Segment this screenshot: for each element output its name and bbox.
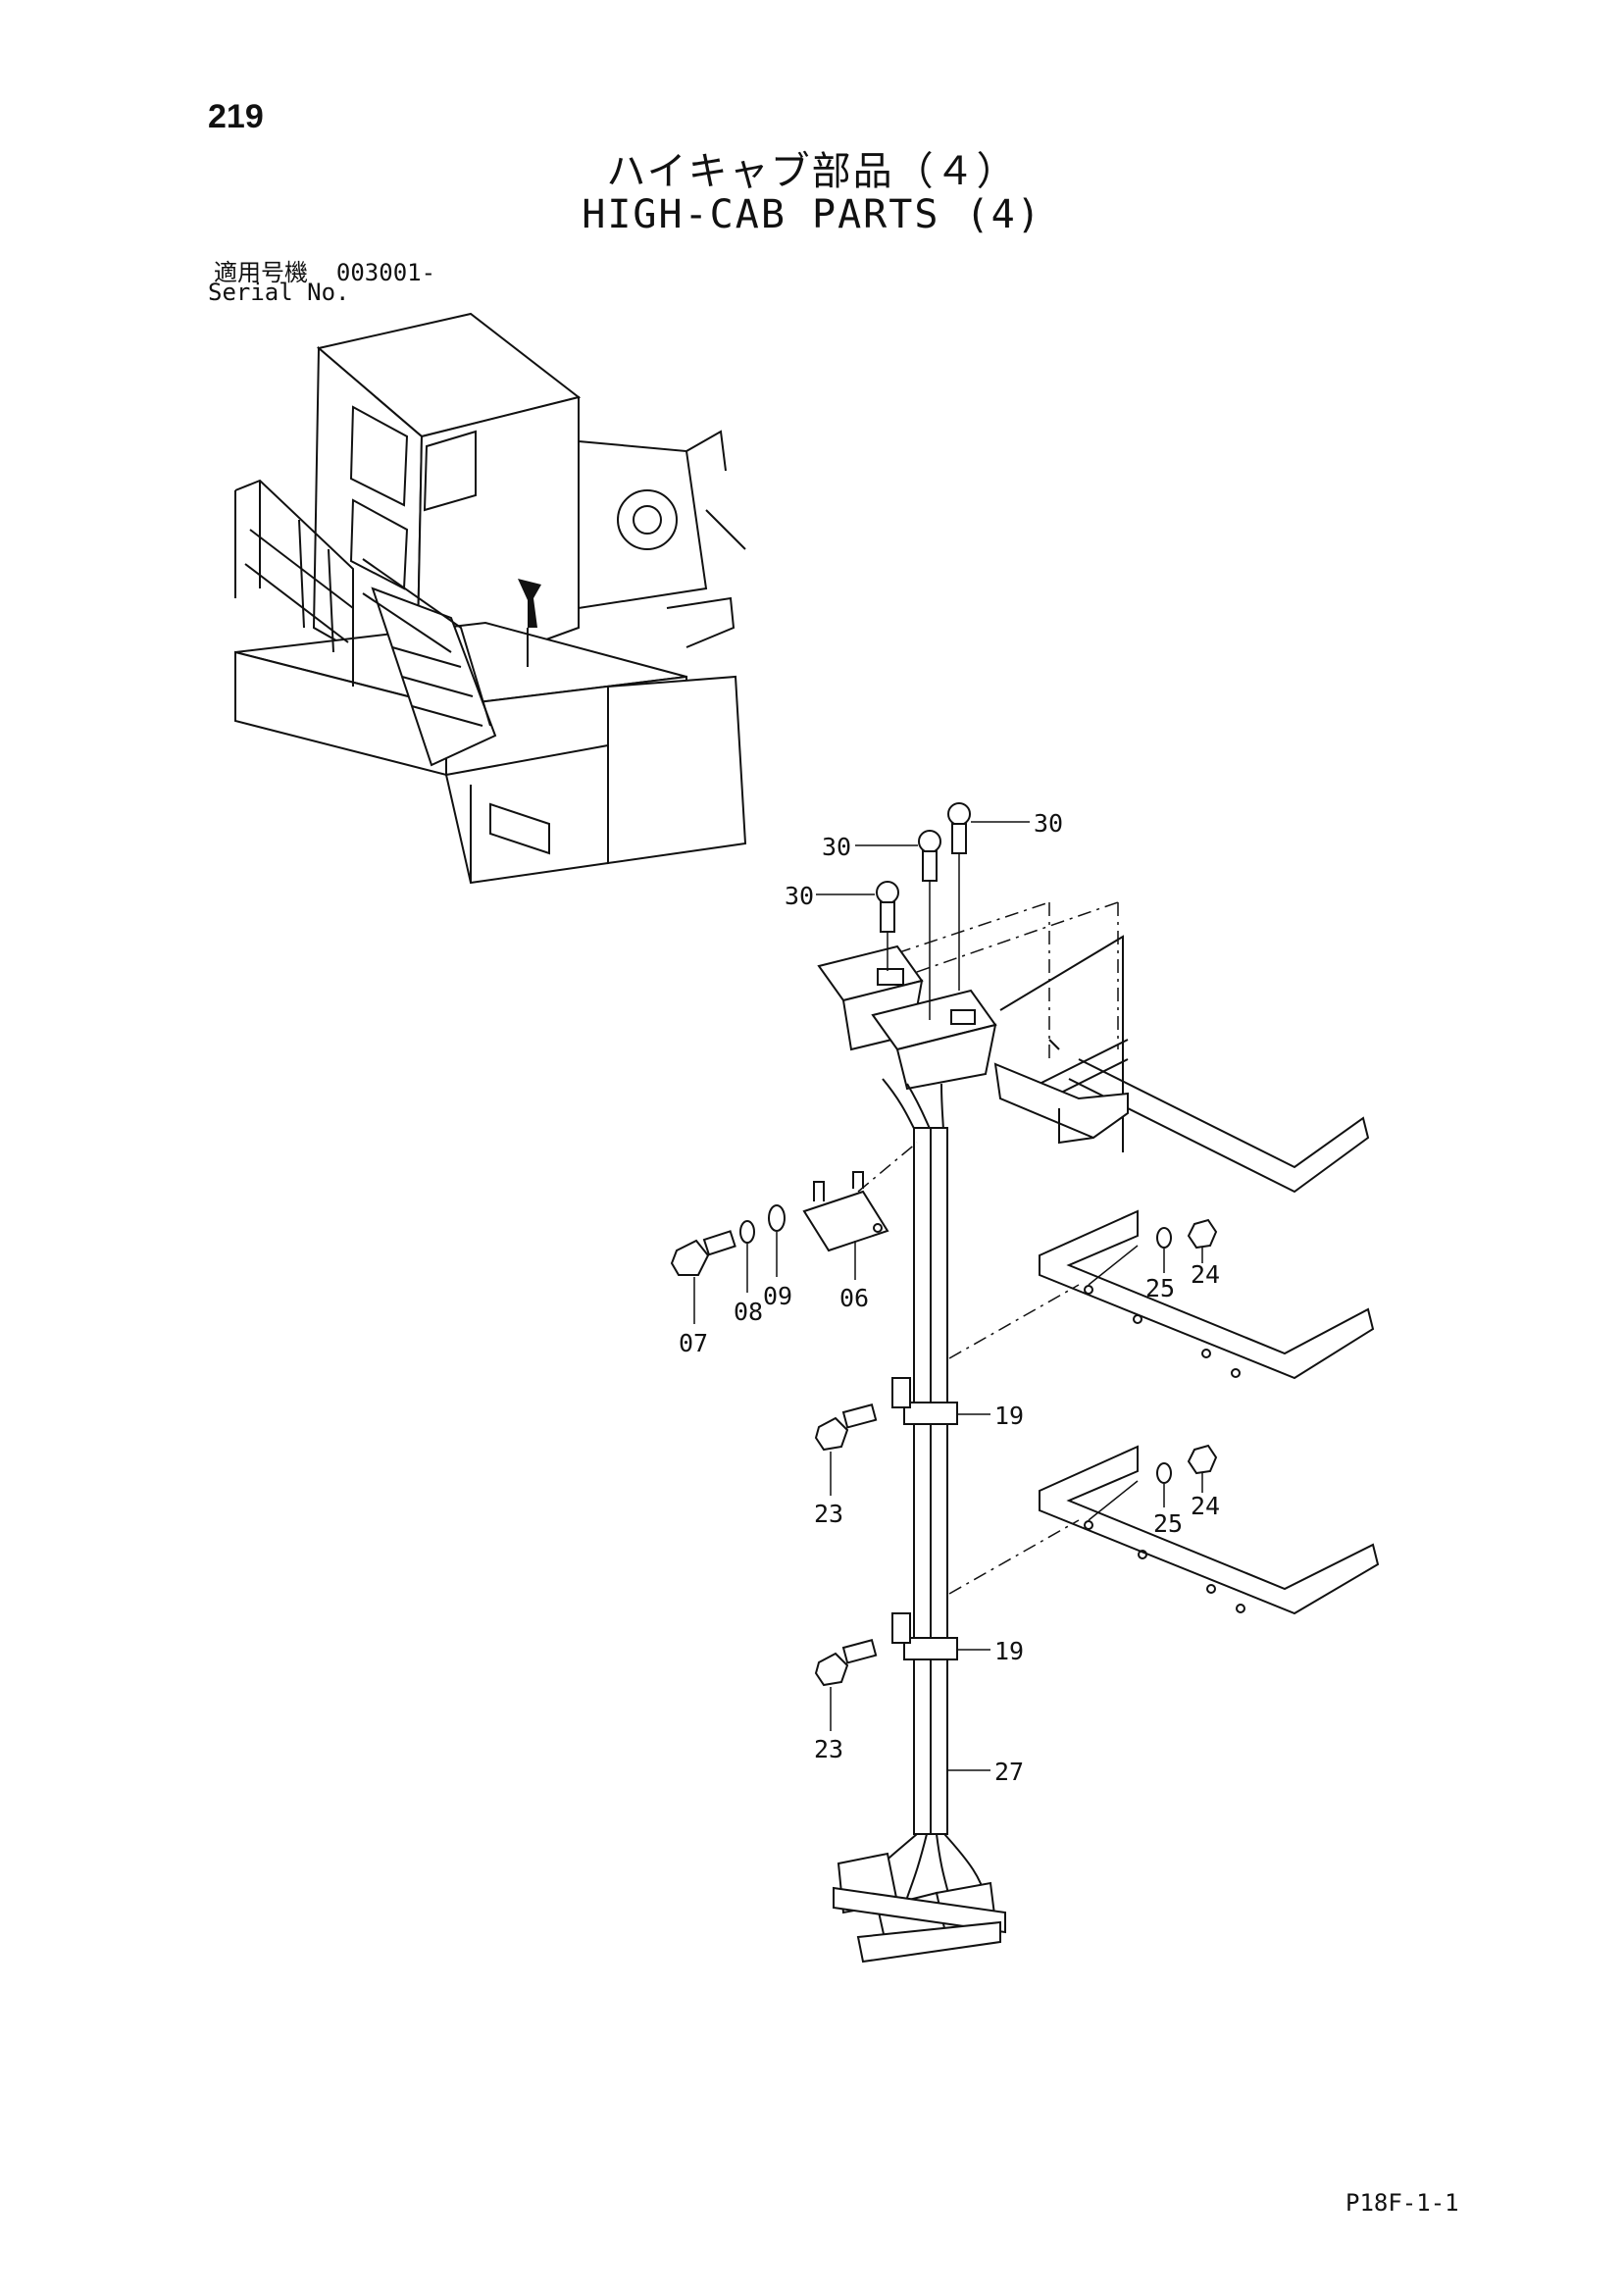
serial-value: 003001- (335, 259, 436, 286)
page-title-japanese: ハイキャブ部品（４） (606, 150, 1018, 193)
serial-applicability: 適用号機 003001- (214, 253, 435, 287)
callout-27: 27 (994, 1758, 1024, 1786)
screw-30-b-icon (918, 830, 941, 882)
washer-08-icon (739, 1220, 755, 1244)
serial-label-english: Serial No. (208, 279, 350, 306)
harness-assembly (802, 901, 1380, 1964)
callout-09: 09 (763, 1282, 792, 1310)
screw-30-a-icon (947, 802, 971, 854)
washer-25-a-icon (1156, 1227, 1172, 1249)
callout-24-a: 24 (1191, 1260, 1220, 1289)
bolt-07-icon (670, 1230, 736, 1276)
page-number: 219 (208, 98, 264, 135)
callout-23-b: 23 (814, 1735, 843, 1763)
callout-25-b: 25 (1153, 1509, 1183, 1538)
callout-08: 08 (734, 1298, 763, 1326)
leader-lines (693, 821, 1203, 1771)
page-code: P18F-1-1 (1345, 2189, 1459, 2217)
bolt-23-a-icon (814, 1403, 878, 1452)
serial-label-japanese: 適用号機 (214, 259, 308, 286)
machine-overview-illustration (234, 312, 747, 885)
bolt-23-b-icon (814, 1639, 878, 1687)
nut-24-b-icon (1187, 1444, 1218, 1475)
washer-25-b-icon (1156, 1462, 1172, 1484)
callout-30-b: 30 (822, 833, 851, 861)
callout-25-a: 25 (1145, 1274, 1175, 1302)
callout-24-b: 24 (1191, 1492, 1220, 1520)
nut-24-a-icon (1187, 1218, 1218, 1250)
callout-30-c: 30 (785, 882, 814, 910)
callout-23-a: 23 (814, 1500, 843, 1528)
callout-19-a: 19 (994, 1402, 1024, 1430)
callout-labels: 30 30 30 06 07 08 09 19 19 23 23 24 24 2… (679, 809, 1220, 1786)
callout-07: 07 (679, 1329, 708, 1357)
page-title-english: HIGH-CAB PARTS (4) (582, 192, 1042, 237)
callout-30-a: 30 (1034, 809, 1063, 838)
callout-06: 06 (839, 1284, 869, 1312)
fastener-parts (670, 802, 1218, 1687)
washer-09-icon (768, 1204, 786, 1232)
screw-30-c-icon (876, 881, 899, 933)
callout-19-b: 19 (994, 1637, 1024, 1665)
